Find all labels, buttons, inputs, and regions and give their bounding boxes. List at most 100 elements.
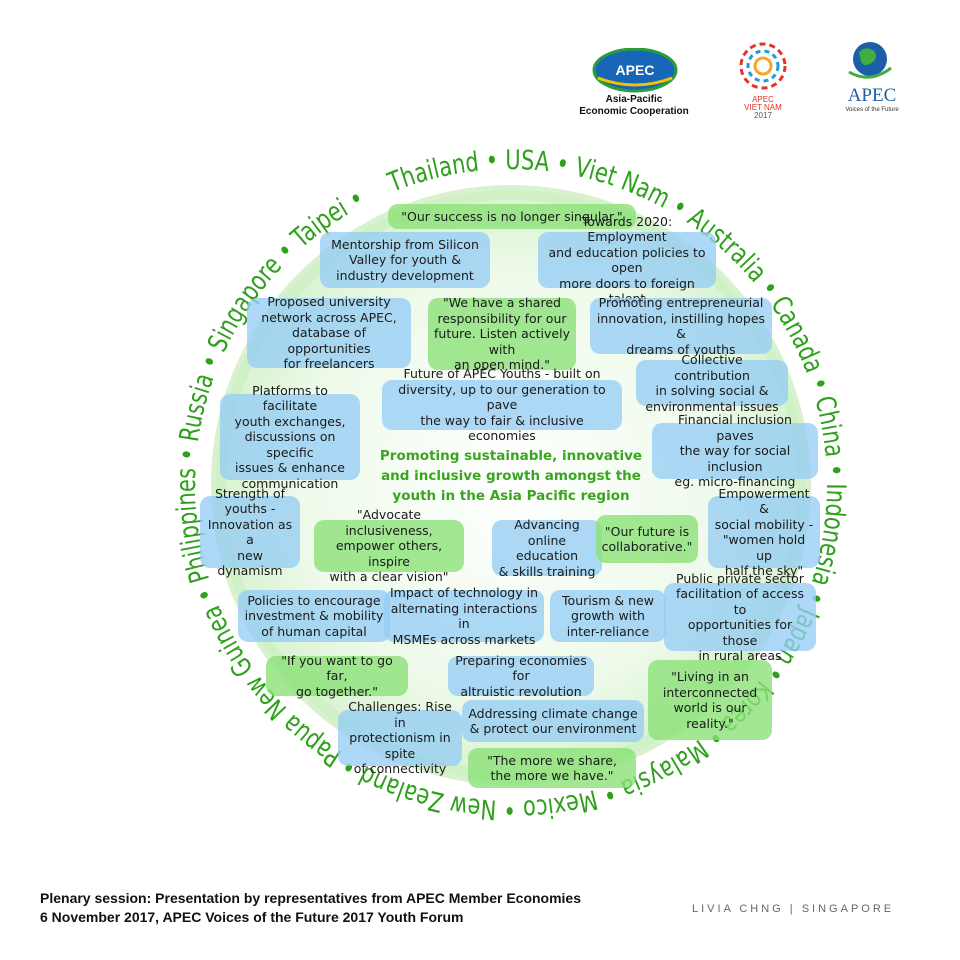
apec-badge-text: APEC [616,62,655,78]
bubble-text: "Advocate inclusiveness,empower others, … [320,507,458,585]
quote-bubble: "The more we share,the more we have." [468,748,636,788]
bubble-line: half the sky" [724,563,804,578]
bubble-line: Advancing [514,517,580,532]
bubble-line: Promoting entrepreneurial [598,295,764,310]
bubble-line: the way to fair & inclusive economies [420,412,584,444]
idea-bubble: Empowerment &social mobility -"women hol… [708,486,820,578]
bubble-line: Financial inclusion paves [678,412,792,443]
bubble-line: for freelancers [283,356,375,372]
bubble-line: database of opportunities [287,325,371,356]
bubble-line: environmental issues [645,398,779,414]
bubble-line: Public private sector [676,570,804,586]
bubble-line: Challenges: Rise in [348,699,452,730]
footer-line2: 6 November 2017, APEC Voices of the Futu… [40,909,464,925]
apec-caption-line2: Economic Cooperation [579,106,689,117]
bubble-line: altruistic revolution [460,683,582,699]
bubble-line: the more we have." [490,768,614,783]
bubble-line: Platforms to facilitate [252,382,328,414]
bubble-line: "women hold up [722,532,806,563]
bubble-text: "Our success is no longer singular." [401,209,622,225]
bubble-line: Impact of technology in [390,585,539,600]
apec-caption-line1: Asia-Pacific [605,94,663,105]
bubble-line: of connectivity [353,761,447,777]
quote-bubble: "Advocate inclusiveness,empower others, … [314,507,464,584]
vietnam-caption-line2: VIET NAM [744,103,782,112]
bubble-line: "Our success is no longer singular." [401,208,623,224]
bubble-line: and education policies to open [548,244,706,276]
vietnam-logo-caption: APEC VIET NAM 2017 [730,96,796,120]
bubble-line: Mentorship from Silicon [331,236,479,252]
bubble-line: Towards 2020: Employment [581,213,673,245]
bubble-line: with a clear vision" [329,569,449,585]
center-message: Promoting sustainable, innovative and in… [379,448,643,504]
vietnam-lotus-logo [739,42,787,90]
bubble-line: Tourism & new [562,592,654,608]
bubble-line: of human capital [261,623,367,639]
bubble-line: world is our [673,700,747,715]
bubble-line: Collective contribution [674,352,750,383]
bubble-line: Strength of [214,485,286,501]
bubble-line: "Advocate inclusiveness, [345,507,433,538]
footer-line1: Plenary session: Presentation by represe… [40,890,582,906]
bubble-line: online education [515,532,579,564]
bubble-line: collaborative." [601,539,693,554]
bubble-line: dreams of youths [626,341,736,357]
bubble-line: communication [241,475,339,491]
bubble-line: empower others, inspire [335,538,443,569]
votf-logo-subtitle: Voices of the Future [845,107,899,113]
bubble-line: issues & enhance [235,460,345,476]
bubble-line: MSMEs across markets [392,631,536,647]
bubble-line: Policies to encourage [247,592,381,608]
idea-bubble: Addressing climate change& protect our e… [462,700,644,742]
footer-caption: Plenary session: Presentation by represe… [40,889,581,927]
bubble-line: inter-reliance [566,623,650,639]
bubble-text: "The more we share,the more we have." [487,753,617,784]
bubble-line: & protect our environment [469,721,637,736]
bubble-line: discussions on specific [244,429,336,460]
bubble-line: new dynamism [217,547,283,579]
bubble-line: protectionism in spite [349,730,451,761]
quote-bubble: "Our success is no longer singular." [388,204,636,229]
apec-logo-caption: Asia-Pacific Economic Cooperation [574,94,694,118]
bubble-line: opportunities for those [687,617,793,648]
bubble-line: youths - [224,501,276,516]
bubble-line: an open mind." [454,357,550,373]
bubble-line: "If you want to go far, [281,652,393,684]
vietnam-caption-line3: 2017 [754,111,772,120]
bubble-line: & skills training [498,563,596,579]
bubble-line: alternating interactions in [390,600,538,632]
bubble-line: Innovation as a [207,516,293,548]
bubble-line: industry development [336,267,474,283]
votf-globe-logo [848,42,892,79]
apec-globe-logo: APEC [592,48,678,93]
bubble-line: social mobility - [714,516,814,532]
bubble-line: Empowerment & [718,485,810,517]
bubble-line: Valley for youth & [349,252,461,268]
bubble-text: Empowerment &social mobility -"women hol… [714,486,814,579]
bubble-line: facilitation of access to [676,586,804,617]
bubble-line: youth exchanges, [234,413,346,429]
bubble-line: go together." [296,683,378,699]
bubble-line: "Our future is [604,523,690,539]
